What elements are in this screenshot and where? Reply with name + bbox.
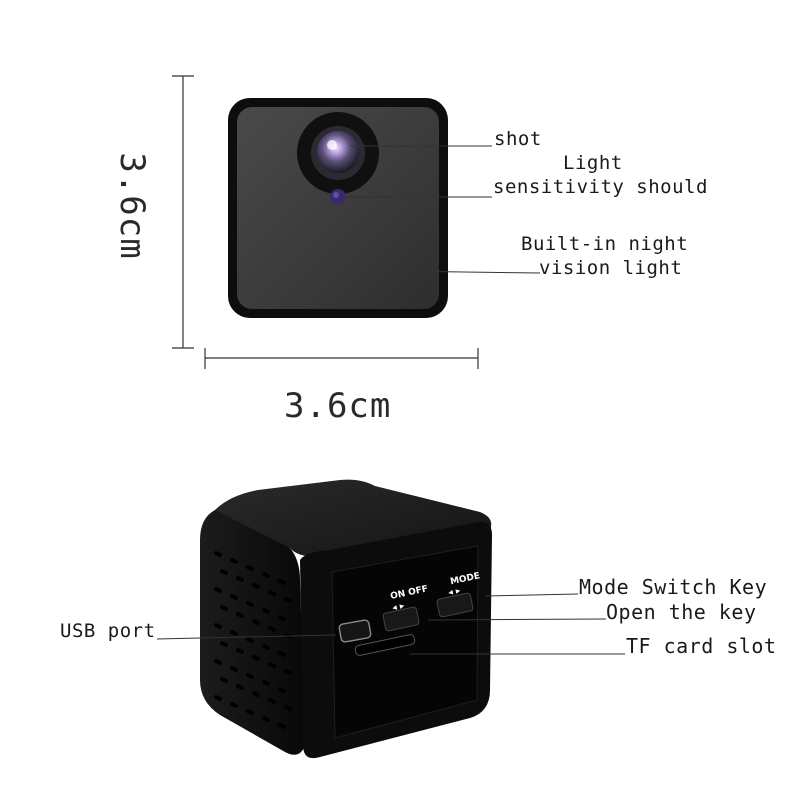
vent-hole bbox=[278, 686, 286, 694]
callout-shot: shot bbox=[494, 128, 542, 150]
callout-night-light-line1: Built-in night bbox=[521, 233, 689, 255]
svg-text:◂ ▸: ◂ ▸ bbox=[391, 601, 405, 613]
vent-hole bbox=[278, 578, 286, 586]
callout-usb-port: USB port bbox=[60, 620, 156, 642]
vent-hole bbox=[214, 550, 222, 558]
top-callout-lines bbox=[346, 145, 541, 274]
vent-hole bbox=[252, 654, 260, 662]
callout-light-sensor-line2: sensitivity should bbox=[493, 176, 708, 198]
vent-hole bbox=[262, 607, 270, 615]
vent-holes bbox=[214, 550, 292, 730]
tf-card-slot bbox=[354, 634, 416, 656]
vent-hole bbox=[230, 701, 238, 709]
callout-night-light-line2: vision light bbox=[539, 257, 683, 279]
vent-hole bbox=[220, 604, 228, 612]
width-dimension-line bbox=[204, 348, 479, 369]
vent-hole bbox=[268, 589, 276, 597]
vent-hole bbox=[268, 661, 276, 669]
camera-front-view bbox=[228, 98, 448, 318]
vent-hole bbox=[252, 690, 260, 698]
vent-hole bbox=[246, 564, 254, 572]
vent-hole bbox=[268, 625, 276, 633]
vent-hole bbox=[284, 596, 292, 604]
height-dimension-line bbox=[172, 75, 194, 349]
vent-hole bbox=[268, 697, 276, 705]
vent-hole bbox=[246, 708, 254, 716]
vent-hole bbox=[214, 586, 222, 594]
svg-text:◂ ▸: ◂ ▸ bbox=[447, 586, 461, 598]
callout-mode-switch: Mode Switch Key bbox=[579, 575, 768, 599]
callout-tf-slot: TF card slot bbox=[626, 634, 777, 658]
width-label: 3.6cm bbox=[284, 386, 392, 426]
vent-hole bbox=[236, 683, 244, 691]
vent-hole bbox=[262, 679, 270, 687]
vent-hole bbox=[230, 557, 238, 565]
vent-hole bbox=[214, 694, 222, 702]
vent-hole bbox=[262, 643, 270, 651]
vent-hole bbox=[278, 614, 286, 622]
camera-side-view bbox=[200, 479, 492, 759]
vent-hole bbox=[284, 668, 292, 676]
usb-port bbox=[338, 619, 372, 643]
vent-hole bbox=[236, 611, 244, 619]
vent-hole bbox=[278, 650, 286, 658]
vent-hole bbox=[252, 618, 260, 626]
vent-hole bbox=[246, 672, 254, 680]
vent-hole bbox=[236, 647, 244, 655]
vent-hole bbox=[246, 636, 254, 644]
vent-hole bbox=[262, 571, 270, 579]
side-callout-lines bbox=[156, 593, 625, 655]
vent-hole bbox=[252, 582, 260, 590]
vent-hole bbox=[284, 704, 292, 712]
vent-hole bbox=[278, 722, 286, 730]
vent-hole bbox=[214, 658, 222, 666]
vent-hole bbox=[230, 593, 238, 601]
vent-hole bbox=[262, 715, 270, 723]
vent-hole bbox=[220, 676, 228, 684]
vent-hole bbox=[220, 568, 228, 576]
vent-hole bbox=[246, 600, 254, 608]
height-label: 3.6cm bbox=[112, 152, 152, 260]
callout-open-key: Open the key bbox=[606, 600, 757, 624]
vent-hole bbox=[230, 665, 238, 673]
vent-hole bbox=[220, 640, 228, 648]
vent-hole bbox=[230, 629, 238, 637]
callout-light-sensor-line1: Light bbox=[563, 152, 623, 174]
vent-hole bbox=[236, 575, 244, 583]
vent-hole bbox=[214, 622, 222, 630]
